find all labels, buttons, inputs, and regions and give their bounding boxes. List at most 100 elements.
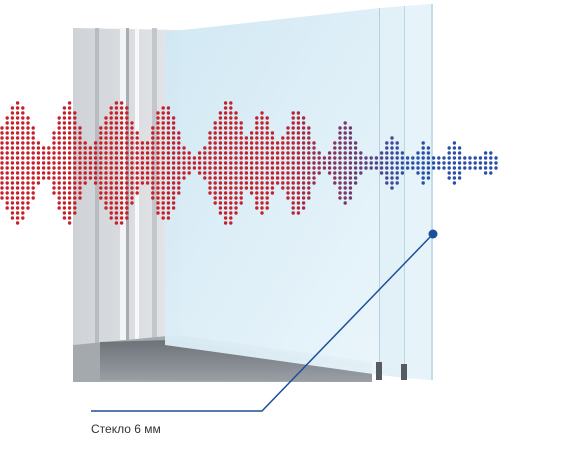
wave-dot [31, 166, 35, 170]
wave-dot [83, 146, 87, 150]
wave-dot [307, 186, 311, 190]
wave-dot [182, 176, 186, 180]
wave-dot [114, 181, 119, 185]
wave-dot [307, 141, 311, 145]
wave-dot [322, 156, 327, 160]
wave-dot [114, 206, 119, 210]
wave-dot [265, 141, 269, 145]
wave-dot [343, 151, 347, 155]
wave-dot [156, 161, 160, 165]
wave-dot [125, 151, 129, 155]
wave-dot [483, 171, 488, 175]
wave-dot [421, 156, 425, 160]
wave-dot [390, 161, 394, 165]
wave-dot [83, 171, 87, 175]
wave-dot [296, 166, 301, 170]
wave-dot [62, 181, 67, 185]
wave-dot [109, 211, 113, 215]
wave-dot [135, 176, 139, 180]
wave-dot [171, 206, 176, 210]
wave-dot [317, 151, 321, 155]
wave-dot [296, 116, 301, 120]
wave-dot [62, 191, 67, 195]
wave-dot [31, 196, 35, 200]
wave-dot [21, 191, 25, 195]
wave-dot [21, 211, 25, 215]
wave-dot [374, 156, 379, 160]
wave-dot [130, 141, 134, 145]
wave-dot [385, 141, 389, 145]
wave-dot [78, 146, 82, 150]
wave-dot [145, 146, 150, 150]
wave-dot [348, 136, 353, 140]
wave-dot [21, 201, 25, 205]
wave-dot [234, 176, 238, 180]
wave-dot [457, 166, 462, 170]
wave-dot [10, 171, 15, 175]
wave-dot [15, 206, 20, 210]
wave-dot [36, 156, 41, 160]
wave-dot [286, 136, 290, 140]
wave-dot [260, 136, 264, 140]
wave-dot [291, 136, 295, 140]
wave-dot [270, 136, 275, 140]
wave-dot [270, 181, 275, 185]
wave-dot [31, 176, 35, 180]
wave-dot [400, 156, 405, 160]
wave-dot [218, 131, 223, 135]
wave-dot [239, 151, 243, 155]
wave-dot [223, 146, 228, 150]
wave-dot [286, 186, 290, 190]
wave-dot [322, 166, 327, 170]
wave-dot [26, 161, 30, 165]
wave-dot [125, 126, 129, 130]
wave-dot [26, 166, 30, 170]
wave-dot [171, 136, 176, 140]
wave-dot [67, 156, 72, 160]
wave-dot [208, 191, 212, 195]
wave-dot [119, 161, 124, 165]
wave-dot [99, 171, 103, 175]
wave-dot [57, 151, 61, 155]
wave-dot [15, 131, 20, 135]
wave-dot [265, 181, 269, 185]
wave-dot [343, 181, 347, 185]
wave-dot [218, 151, 223, 155]
callout-dot [428, 229, 438, 239]
wave-dot [229, 201, 233, 205]
wave-dot [239, 181, 243, 185]
wave-dot [166, 151, 171, 155]
wave-dot [135, 171, 139, 175]
wave-dot [83, 166, 87, 170]
wave-dot [161, 176, 165, 180]
wave-dot [187, 166, 191, 170]
wave-dot [109, 121, 113, 125]
wave-dot [104, 176, 108, 180]
wave-dot [182, 171, 186, 175]
wave-dot [385, 146, 389, 150]
wave-dot [0, 176, 4, 180]
wave-dot [67, 116, 72, 120]
wave-dot [109, 191, 113, 195]
wave-dot [151, 161, 155, 165]
wave-dot [197, 166, 202, 170]
wave-dot [67, 111, 72, 115]
wave-dot [400, 166, 405, 170]
wave-dot [0, 156, 4, 160]
wave-dot [395, 161, 399, 165]
wave-dot [229, 151, 233, 155]
wave-dot [166, 141, 171, 145]
wave-dot [73, 116, 77, 120]
wave-dot [244, 141, 249, 145]
wave-dot [260, 206, 264, 210]
wave-dot [109, 206, 113, 210]
wave-dot [281, 161, 285, 165]
wave-dot [338, 146, 342, 150]
wave-dot [67, 206, 72, 210]
wave-dot [52, 161, 56, 165]
wave-dot [140, 141, 145, 145]
wave-dot [5, 126, 9, 130]
wave-dot [307, 151, 311, 155]
wave-dot [10, 121, 15, 125]
wave-dot [296, 126, 301, 130]
